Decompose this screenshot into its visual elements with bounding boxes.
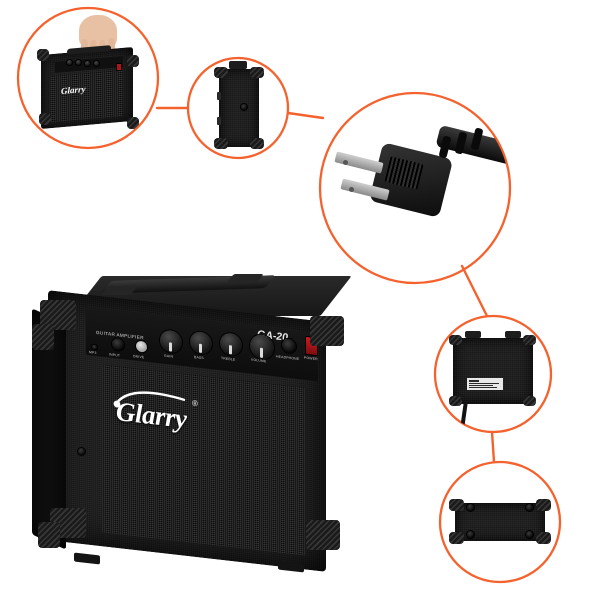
- callout-ring-bottom-view: [438, 460, 562, 584]
- corner-protector: [38, 522, 60, 548]
- corner-protector: [306, 520, 340, 550]
- connector-back-to-bottom: [490, 430, 496, 464]
- corner-protector: [310, 316, 344, 346]
- corner-protector: [250, 67, 264, 78]
- callout-carry-handle: Glarry: [19, 9, 157, 147]
- rating-label: [467, 378, 503, 390]
- mp3-jack[interactable]: [92, 344, 97, 351]
- finger: [108, 38, 115, 52]
- corner-protector: [536, 499, 551, 511]
- side-panel-face: [219, 69, 259, 147]
- back-panel-face: [453, 338, 533, 404]
- side-screw: [78, 448, 85, 455]
- label-input: INPUT: [109, 352, 121, 358]
- label-drive: DRIVE: [133, 354, 145, 360]
- label-power: POWER: [304, 355, 318, 362]
- callout-power-plug: [321, 94, 509, 282]
- power-plug-graphic: [321, 94, 509, 282]
- headphone-jack[interactable]: [282, 338, 296, 354]
- main-product-photo: GUITAR AMPLIFIER GA-20 MP3 INPUT DRIVE G…: [32, 272, 364, 592]
- side-screw: [241, 104, 247, 110]
- label-volume: VOLUME: [251, 357, 267, 364]
- label-bass: BASS: [194, 355, 204, 361]
- callout-ring-power-plug: [318, 91, 512, 285]
- corner-protector: [449, 532, 464, 544]
- label-headphone: HEADPHONE: [276, 354, 300, 362]
- connector-plug-to-back: [460, 264, 489, 318]
- callout-side-panel: [189, 59, 287, 157]
- corner-protector: [449, 499, 464, 511]
- corner-protector: [214, 67, 228, 78]
- connector-side-to-plug: [286, 111, 325, 120]
- callout-ring-carry-handle: [16, 6, 160, 150]
- mini-brand-logo: Glarry: [61, 83, 86, 97]
- logo-flourish-icon: [113, 391, 186, 408]
- callout-bottom-view: [441, 463, 559, 581]
- treble-knob[interactable]: [220, 332, 242, 357]
- label-gain: GAIN: [164, 353, 174, 359]
- label-treble: TREBLE: [221, 356, 236, 362]
- corner-protector: [536, 532, 551, 544]
- corner-protector: [32, 324, 54, 350]
- drive-knob[interactable]: [136, 340, 147, 353]
- bass-knob[interactable]: [190, 330, 212, 356]
- amp-mini-front: Glarry: [37, 45, 141, 130]
- callout-back-panel: [435, 316, 551, 432]
- callout-ring-side-panel: [186, 56, 290, 160]
- rear-power-cord: [460, 401, 468, 429]
- label-mp3: MP3: [89, 350, 97, 355]
- input-jack[interactable]: [112, 337, 124, 352]
- brand-logo: Glarry ®: [113, 391, 198, 435]
- corner-protector: [250, 138, 264, 149]
- gain-knob[interactable]: [160, 329, 182, 354]
- corner-protector: [214, 138, 228, 149]
- callout-ring-back-panel: [433, 314, 553, 434]
